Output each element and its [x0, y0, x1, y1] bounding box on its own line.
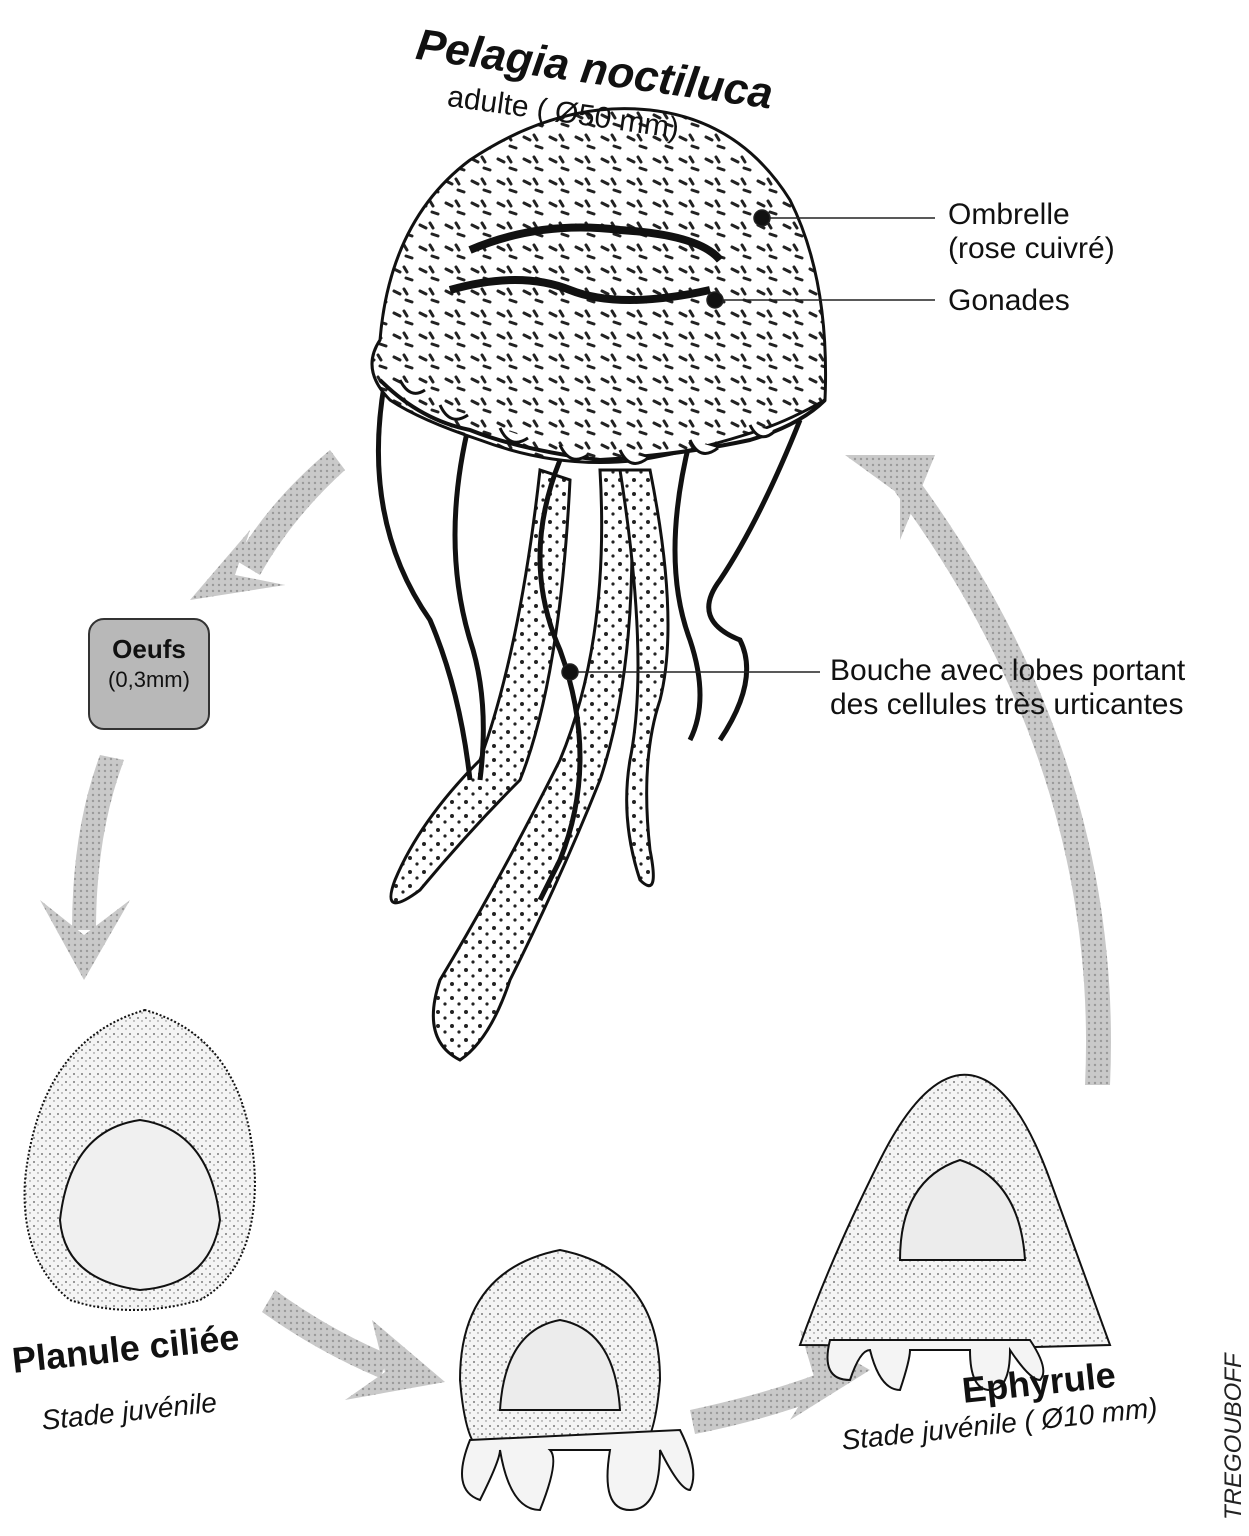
ombrelle-label: Ombrelle (rose cuivré): [948, 198, 1115, 266]
arrow-eggs-to-planula: [72, 755, 124, 930]
marginal-tentacle: [675, 440, 700, 740]
ombrelle-line1: Ombrelle: [948, 198, 1115, 232]
bouche-line1: Bouche avec lobes portant: [830, 654, 1185, 688]
bouche-line2: des cellules très urticantes: [830, 688, 1185, 722]
eggs-label: Oeufs: [90, 634, 208, 665]
gonades-label: Gonades: [948, 284, 1070, 318]
planula-drawing: [25, 1010, 255, 1310]
arrow-adult-to-eggs: [235, 450, 345, 575]
eggs-box: Oeufs (0,3mm): [88, 618, 210, 730]
arrow-ephyra-to-adult: [895, 475, 1111, 1085]
umbrella-bell: [372, 109, 826, 463]
adult-jellyfish: [372, 109, 826, 1060]
arrow-planula-to-middle: [262, 1290, 390, 1378]
marginal-tentacle: [455, 420, 483, 780]
source-credit: TREGOUBOFF G. et ROSE M., CNRS, 1ère édi…: [1220, 1354, 1249, 1520]
ombrelle-line2: (rose cuivré): [948, 232, 1115, 266]
middle-stage-drawing: [460, 1250, 693, 1510]
eggs-size: (0,3mm): [90, 667, 208, 693]
marginal-tentacle: [709, 420, 800, 740]
bouche-label: Bouche avec lobes portant des cellules t…: [830, 654, 1185, 722]
ephyra-drawing: [800, 1075, 1110, 1390]
middle-lobes: [462, 1430, 693, 1510]
